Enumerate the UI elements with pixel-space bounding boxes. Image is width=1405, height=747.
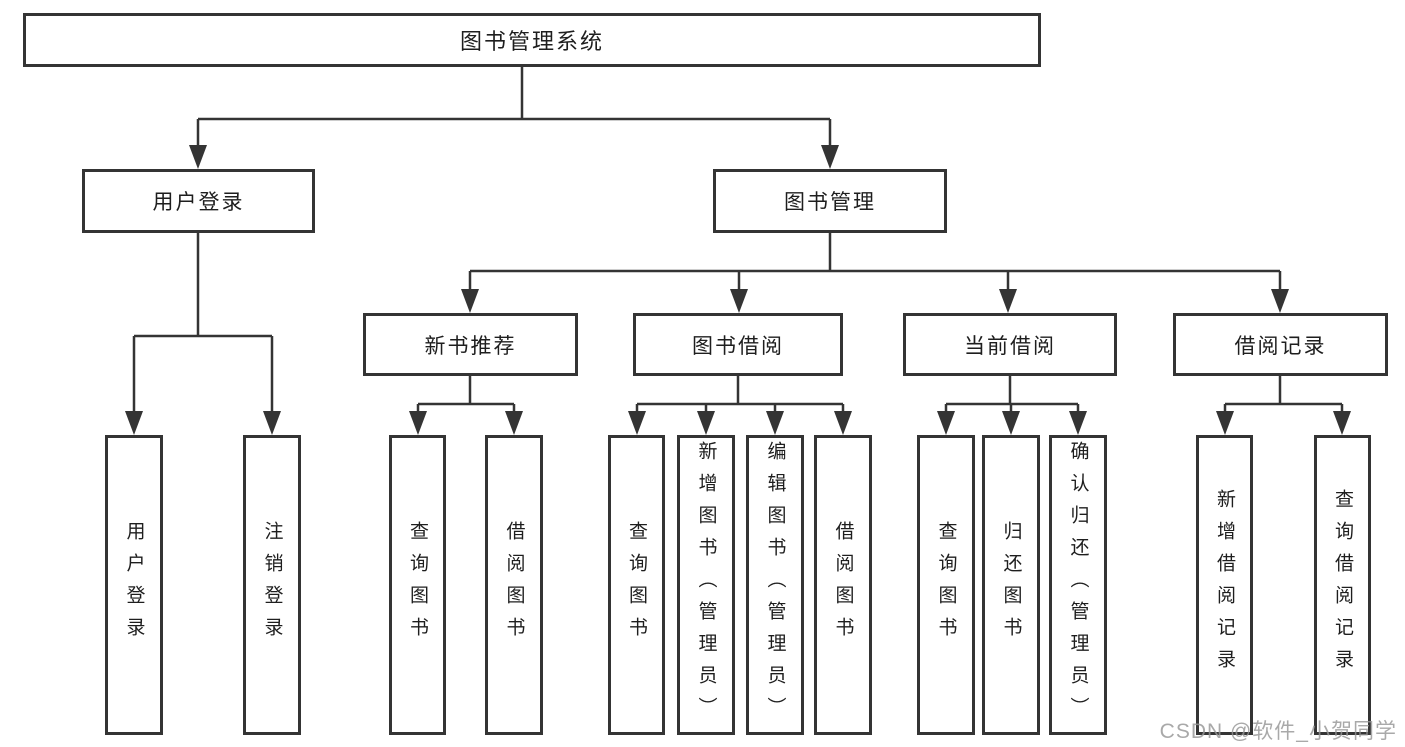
leaf-cb-query-books-label: 查询图书	[935, 521, 957, 649]
node-current-borrowing-label: 当前借阅	[964, 334, 1056, 358]
arrowheads	[125, 145, 1351, 435]
leaf-br-add-record-label: 新增借阅记录	[1214, 489, 1235, 681]
node-library-system: 图书管理系统	[23, 13, 1041, 67]
leaf-cb-query-books: 查询图书	[917, 435, 975, 735]
watermark: CSDN @软件_小贺同学	[1159, 720, 1397, 743]
leaf-cb-confirm-return-label: 确认归还（管理员）	[1067, 441, 1089, 729]
leaf-bb-edit-books: 编辑图书（管理员）	[746, 435, 804, 735]
leaf-nbr-query-books: 查询图书	[389, 435, 446, 735]
node-library-system-label: 图书管理系统	[459, 29, 604, 54]
leaf-user-login: 用户登录	[105, 435, 163, 735]
leaf-cb-return-books: 归还图书	[982, 435, 1040, 735]
leaf-bb-add-books: 新增图书（管理员）	[677, 435, 735, 735]
leaf-logout-label: 注销登录	[261, 521, 283, 649]
node-user-login-label: 用户登录	[152, 191, 245, 214]
leaf-cb-return-books-label: 归还图书	[1000, 521, 1022, 649]
leaf-bb-add-books-label: 新增图书（管理员）	[695, 441, 717, 729]
leaf-bb-edit-books-label: 编辑图书（管理员）	[764, 441, 786, 729]
node-book-management-label: 图书管理	[784, 191, 876, 214]
leaf-nbr-borrow-books-label: 借阅图书	[503, 521, 525, 649]
node-book-borrowing: 图书借阅	[633, 313, 843, 376]
leaf-logout: 注销登录	[243, 435, 301, 735]
leaf-br-query-record: 查询借阅记录	[1314, 435, 1371, 735]
leaf-br-add-record: 新增借阅记录	[1196, 435, 1253, 735]
node-new-book-recommendation-label: 新书推荐	[424, 334, 517, 358]
leaf-bb-query-books: 查询图书	[608, 435, 665, 735]
leaf-cb-confirm-return: 确认归还（管理员）	[1049, 435, 1107, 735]
node-book-management: 图书管理	[713, 169, 947, 233]
leaf-br-query-record-label: 查询借阅记录	[1332, 489, 1353, 681]
node-book-borrowing-label: 图书借阅	[692, 334, 784, 358]
leaf-nbr-borrow-books: 借阅图书	[485, 435, 543, 735]
node-current-borrowing: 当前借阅	[903, 313, 1117, 376]
connector-path	[132, 67, 1344, 415]
leaf-user-login-label: 用户登录	[123, 521, 145, 649]
leaf-bb-borrow-books: 借阅图书	[814, 435, 872, 735]
leaf-nbr-query-books-label: 查询图书	[407, 521, 428, 649]
node-user-login: 用户登录	[82, 169, 315, 233]
node-new-book-recommendation: 新书推荐	[363, 313, 578, 376]
leaf-bb-query-books-label: 查询图书	[626, 521, 647, 649]
node-borrowing-records-label: 借阅记录	[1234, 334, 1327, 358]
node-borrowing-records: 借阅记录	[1173, 313, 1388, 376]
leaf-bb-borrow-books-label: 借阅图书	[832, 521, 854, 649]
